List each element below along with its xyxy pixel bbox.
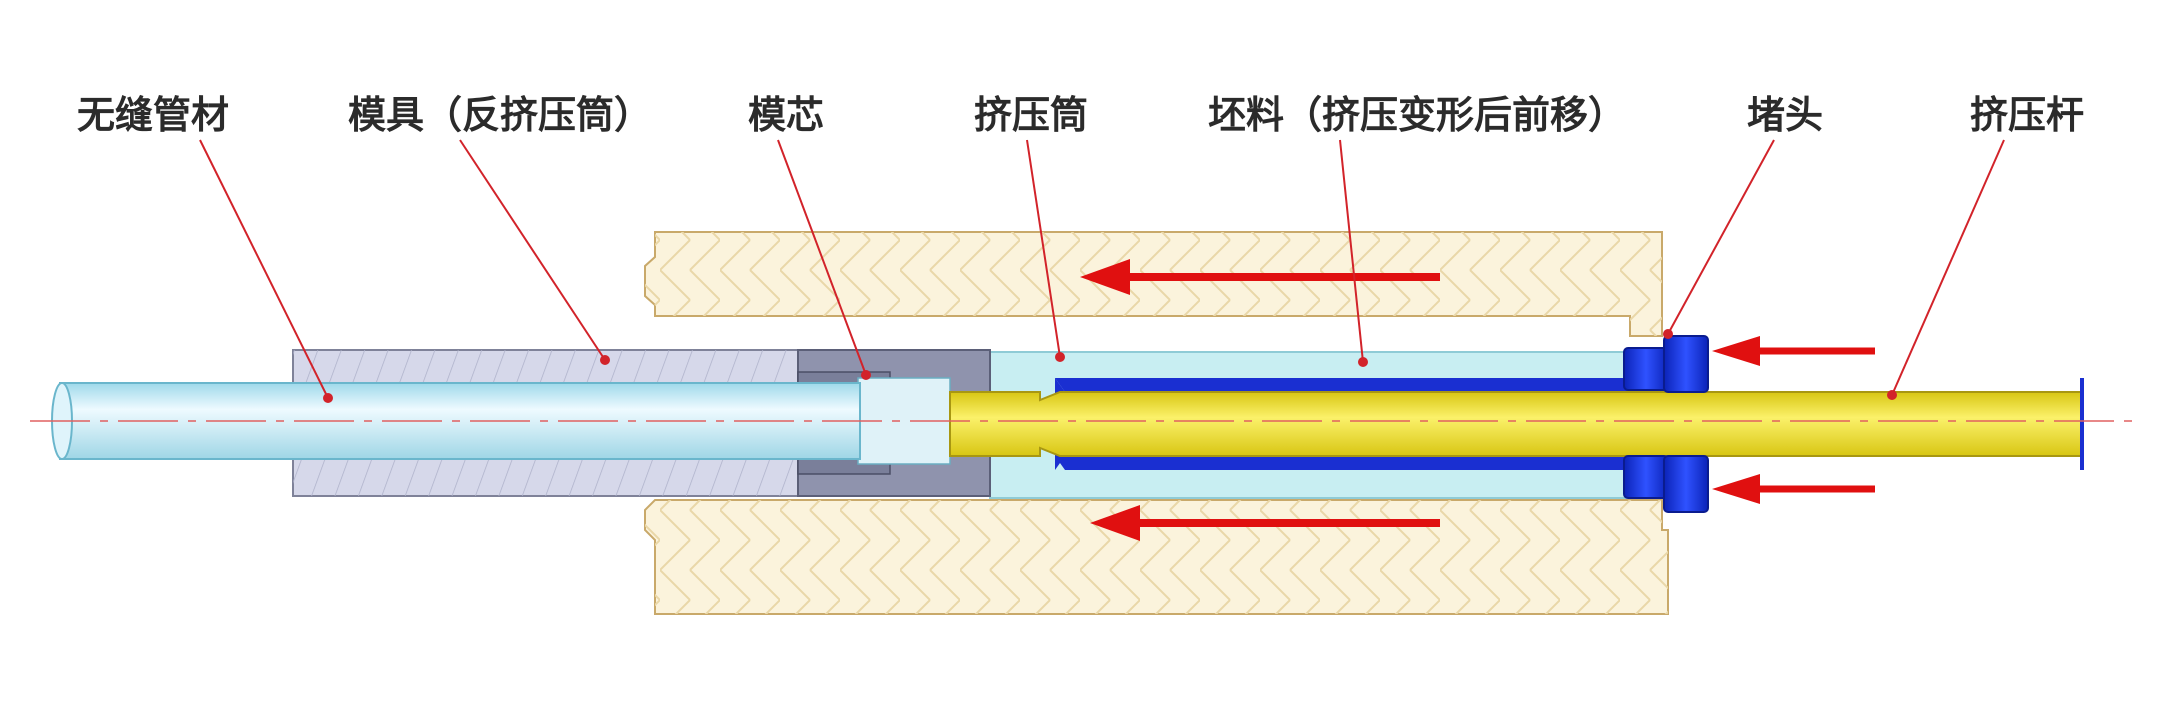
leader-lines [199,139,2005,403]
label-seamless-tube: 无缝管材 [77,93,229,137]
label-billet: 坯料（挤压变形后前移） [1208,93,1626,137]
label-die: 模具（反挤压筒） [348,93,652,137]
arrow-left-icon [1712,474,1875,504]
plug [1623,335,1709,513]
label-ram: 挤压杆 [1970,93,2084,137]
label-die-core: 模芯 [748,93,824,137]
arrow-left-icon [1090,505,1440,541]
container-body [644,231,1669,615]
ram [949,378,2084,470]
label-plug: 堵头 [1747,93,1823,137]
arrow-left-icon [1712,336,1875,366]
label-container: 挤压筒 [974,93,1088,137]
arrow-left-icon [1080,259,1440,295]
